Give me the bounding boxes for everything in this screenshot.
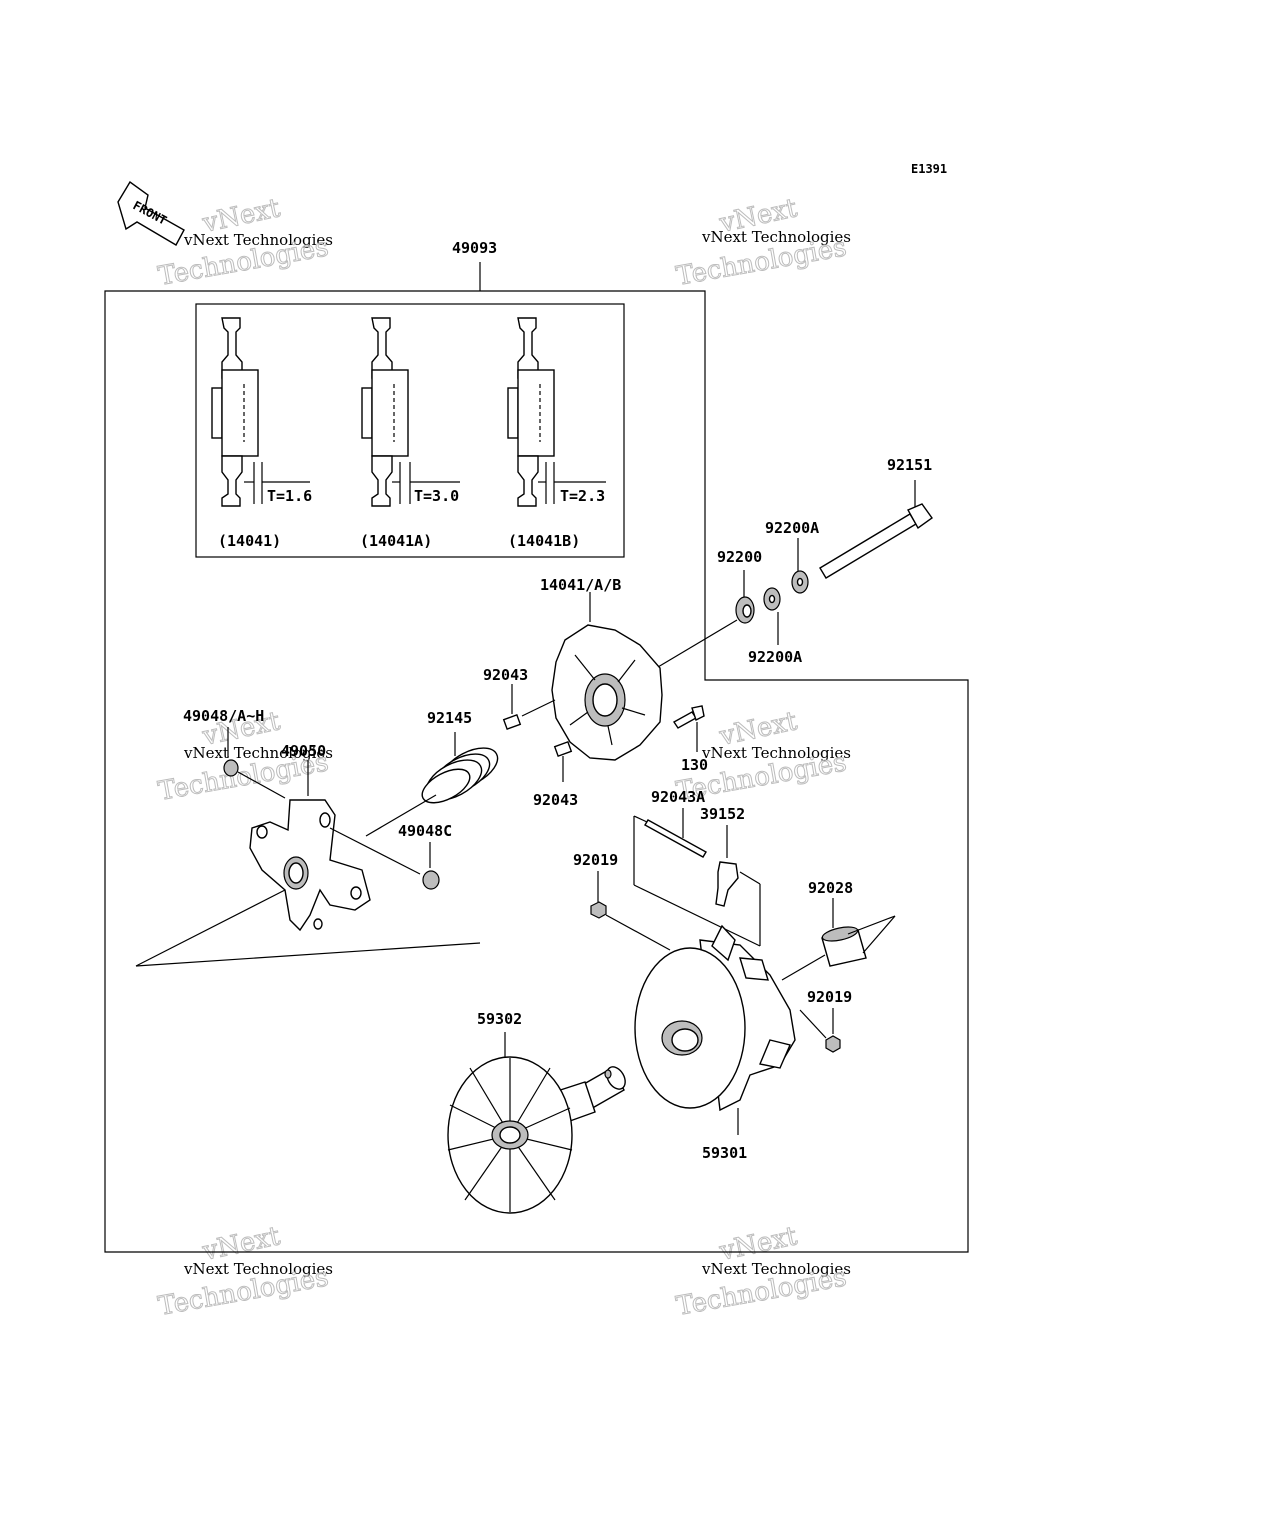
weight-49048AH xyxy=(223,727,286,799)
watermark-bottom-left: vNext Technologies Technologies vNext xyxy=(156,1221,334,1323)
label-59301: 59301 xyxy=(702,1144,747,1162)
watermark-top-right: vNext Technologies Technologies vNext xyxy=(674,193,852,293)
pin-92043-bottom xyxy=(553,741,573,782)
label-92028: 92028 xyxy=(808,879,853,897)
label-92019-left: 92019 xyxy=(573,851,618,869)
svg-text:vNext Technologies: vNext Technologies xyxy=(183,1260,333,1278)
label-130: 130 xyxy=(681,756,708,774)
shim-thickness-1: T=1.6 xyxy=(267,487,312,505)
label-92043-top: 92043 xyxy=(483,666,528,684)
shim-drawing-1 xyxy=(211,317,259,507)
assembly-outline xyxy=(104,290,969,1253)
arm-39152 xyxy=(715,825,761,946)
label-92019-right: 92019 xyxy=(807,988,852,1006)
watermark-top-left: vNext Technologies Technologies vNext xyxy=(156,193,334,293)
shim-part-2: (14041A) xyxy=(360,532,432,550)
spider-14041 xyxy=(551,592,663,761)
bolt-92151 xyxy=(819,480,933,579)
shim-part-3: (14041B) xyxy=(508,532,580,550)
shim-part-1: (14041) xyxy=(218,532,281,550)
shim-thickness-3: T=2.3 xyxy=(560,487,605,505)
label-49048C: 49048C xyxy=(398,822,452,840)
label-49093: 49093 xyxy=(452,239,497,257)
nut-92019-right xyxy=(799,1008,841,1053)
label-92200A-top: 92200A xyxy=(765,519,819,537)
pin-92043-top xyxy=(502,684,556,730)
shim-thickness-2: T=3.0 xyxy=(414,487,459,505)
svg-text:vNext Technologies: vNext Technologies xyxy=(701,1260,851,1278)
cover-49050 xyxy=(135,760,481,967)
svg-text:vNext Technologies: vNext Technologies xyxy=(701,228,851,246)
label-59302: 59302 xyxy=(477,1010,522,1028)
label-49048AH: 49048/A~H xyxy=(183,707,264,725)
label-92043A: 92043A xyxy=(651,788,705,806)
washer-92200A-top xyxy=(791,538,809,594)
label-49050: 49050 xyxy=(281,742,326,760)
pin-92043A xyxy=(633,808,761,947)
svg-text:vNext Technologies: vNext Technologies xyxy=(183,744,333,762)
label-92145: 92145 xyxy=(427,709,472,727)
watermark-bottom-right: vNext Technologies Technologies vNext xyxy=(674,1221,852,1323)
spring-92145 xyxy=(365,732,499,837)
washer-92200A-bottom xyxy=(763,587,781,645)
sheave-59302 xyxy=(447,1032,626,1214)
label-92043-bottom: 92043 xyxy=(533,791,578,809)
weight-49048C xyxy=(329,827,440,890)
shim-drawing-3 xyxy=(507,317,555,507)
front-arrow-icon: FRONT xyxy=(117,180,185,246)
bushing-92028 xyxy=(781,898,896,981)
sheave-59301 xyxy=(634,924,796,1135)
label-39152: 39152 xyxy=(700,805,745,823)
label-92151: 92151 xyxy=(887,456,932,474)
bolt-130 xyxy=(672,705,705,752)
nut-92019-left xyxy=(590,871,671,951)
label-92200: 92200 xyxy=(717,548,762,566)
ref-code: E1391 xyxy=(911,162,947,176)
label-14041AB: 14041/A/B xyxy=(540,576,621,594)
svg-text:vNext Technologies: vNext Technologies xyxy=(183,231,333,249)
label-92200A-bottom: 92200A xyxy=(748,648,802,666)
shim-inset-box xyxy=(195,303,625,558)
shim-drawing-2 xyxy=(361,317,409,507)
svg-text:vNext Technologies: vNext Technologies xyxy=(701,744,851,762)
spacer-92200 xyxy=(657,570,755,668)
